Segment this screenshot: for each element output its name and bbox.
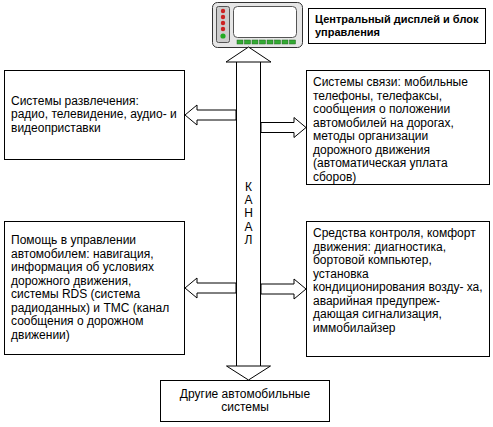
channel-top-arrowhead (226, 47, 271, 62)
green-button (237, 40, 243, 44)
red-button (221, 15, 225, 19)
green-button (220, 33, 225, 38)
green-button (245, 40, 251, 44)
green-button (267, 40, 273, 44)
hollow-arrow (261, 118, 306, 138)
red-button (221, 21, 225, 25)
box-text: Системы развлечения: радио, телевидение,… (11, 95, 178, 136)
system-box: Системы развлечения: радио, телевидение,… (4, 70, 185, 160)
channel-label: КАНАЛ (243, 181, 255, 247)
box-text: Центральный дисплей и блок управления (315, 13, 479, 39)
red-button (221, 9, 225, 13)
display-housing (213, 3, 303, 48)
box-text: Системы связи: мобильные телефоны, телеф… (313, 76, 483, 184)
green-button (252, 40, 258, 44)
green-button-row (237, 40, 296, 44)
hollow-arrow (185, 278, 236, 298)
hollow-arrow (227, 366, 271, 380)
system-box: Другие автомобильные системы (160, 380, 330, 422)
box-text: Другие автомобильные системы (167, 388, 323, 415)
system-box: Помощь в управлении автомобилем: навигац… (4, 221, 185, 355)
green-button (282, 40, 288, 44)
system-box: Системы связи: мобильные телефоны, телеф… (306, 70, 490, 185)
green-button (260, 40, 266, 44)
button-column (217, 7, 230, 43)
box-text: Средства контроля, комфорт движения: диа… (313, 227, 483, 335)
red-button (221, 27, 225, 31)
green-button (290, 40, 296, 44)
box-text: Помощь в управлении автомобилем: навигац… (11, 234, 178, 342)
title-box: Центральный дисплей и блок управления (308, 8, 486, 44)
channel-bar (237, 62, 261, 366)
hollow-arrow (185, 105, 236, 125)
display-screen (234, 7, 297, 38)
hollow-arrow (261, 279, 306, 299)
green-button (275, 40, 281, 44)
channel-bus: КАНАЛ (236, 62, 261, 366)
system-box: Средства контроля, комфорт движения: диа… (306, 221, 490, 357)
